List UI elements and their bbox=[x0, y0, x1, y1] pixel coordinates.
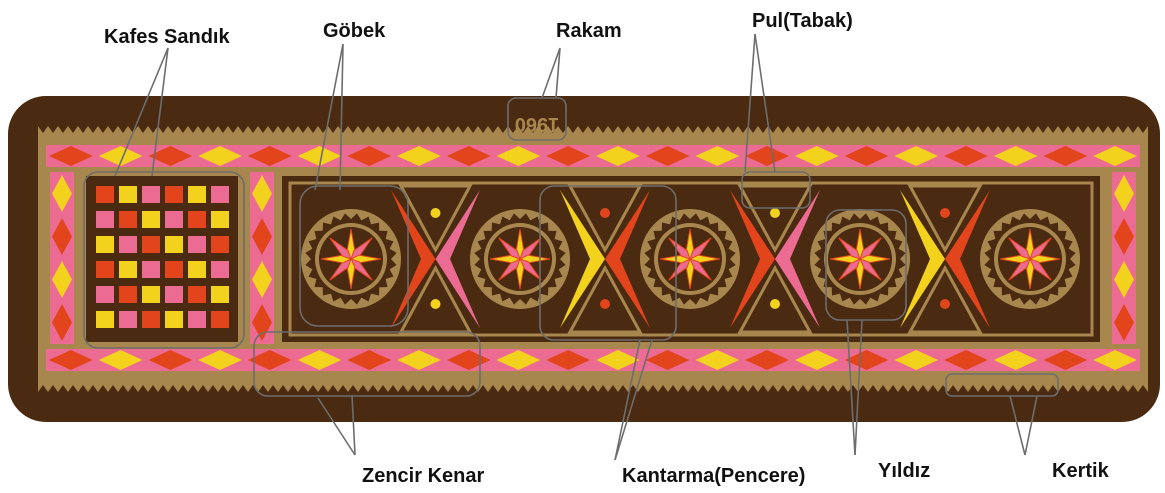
lattice-cell bbox=[165, 286, 183, 303]
lattice-cell bbox=[142, 311, 160, 328]
lattice-cell bbox=[119, 211, 137, 228]
lattice-cell bbox=[142, 261, 160, 278]
lattice-cell bbox=[211, 286, 229, 303]
lattice-cell bbox=[142, 211, 160, 228]
pul-dot bbox=[600, 208, 610, 218]
lattice-cell bbox=[211, 236, 229, 253]
date-carving: 1960 bbox=[515, 113, 560, 135]
lattice-cell bbox=[188, 236, 206, 253]
lattice-cell bbox=[211, 261, 229, 278]
pul-dot bbox=[940, 208, 950, 218]
lattice-cell bbox=[165, 261, 183, 278]
lattice-cell bbox=[211, 186, 229, 203]
pul-dot bbox=[770, 299, 780, 309]
pul-dot bbox=[431, 299, 441, 309]
lattice-cell bbox=[188, 211, 206, 228]
lattice-cell bbox=[119, 286, 137, 303]
lattice-cell bbox=[188, 311, 206, 328]
lattice-cell bbox=[211, 211, 229, 228]
lattice-cell bbox=[96, 286, 114, 303]
board-body bbox=[8, 96, 1160, 422]
lattice-cell bbox=[96, 311, 114, 328]
lattice-cell bbox=[119, 186, 137, 203]
lattice-cell bbox=[96, 186, 114, 203]
pul-dot bbox=[600, 299, 610, 309]
lattice-cell bbox=[142, 236, 160, 253]
lattice-cell bbox=[211, 311, 229, 328]
lattice-cell bbox=[119, 261, 137, 278]
lattice-cell bbox=[188, 286, 206, 303]
lattice-cell bbox=[142, 286, 160, 303]
pul-dot bbox=[770, 208, 780, 218]
lattice-cell bbox=[142, 186, 160, 203]
pul-dot bbox=[431, 208, 441, 218]
lattice-cell bbox=[165, 211, 183, 228]
lattice-cell bbox=[165, 186, 183, 203]
lattice-cell bbox=[119, 311, 137, 328]
lattice-cell bbox=[165, 236, 183, 253]
lattice-cell bbox=[188, 186, 206, 203]
lattice-cell bbox=[96, 261, 114, 278]
lattice-cell bbox=[188, 261, 206, 278]
lattice-cell bbox=[96, 236, 114, 253]
lattice-cell bbox=[96, 211, 114, 228]
lattice-cell bbox=[165, 311, 183, 328]
pul-dot bbox=[940, 299, 950, 309]
lattice-cell bbox=[119, 236, 137, 253]
